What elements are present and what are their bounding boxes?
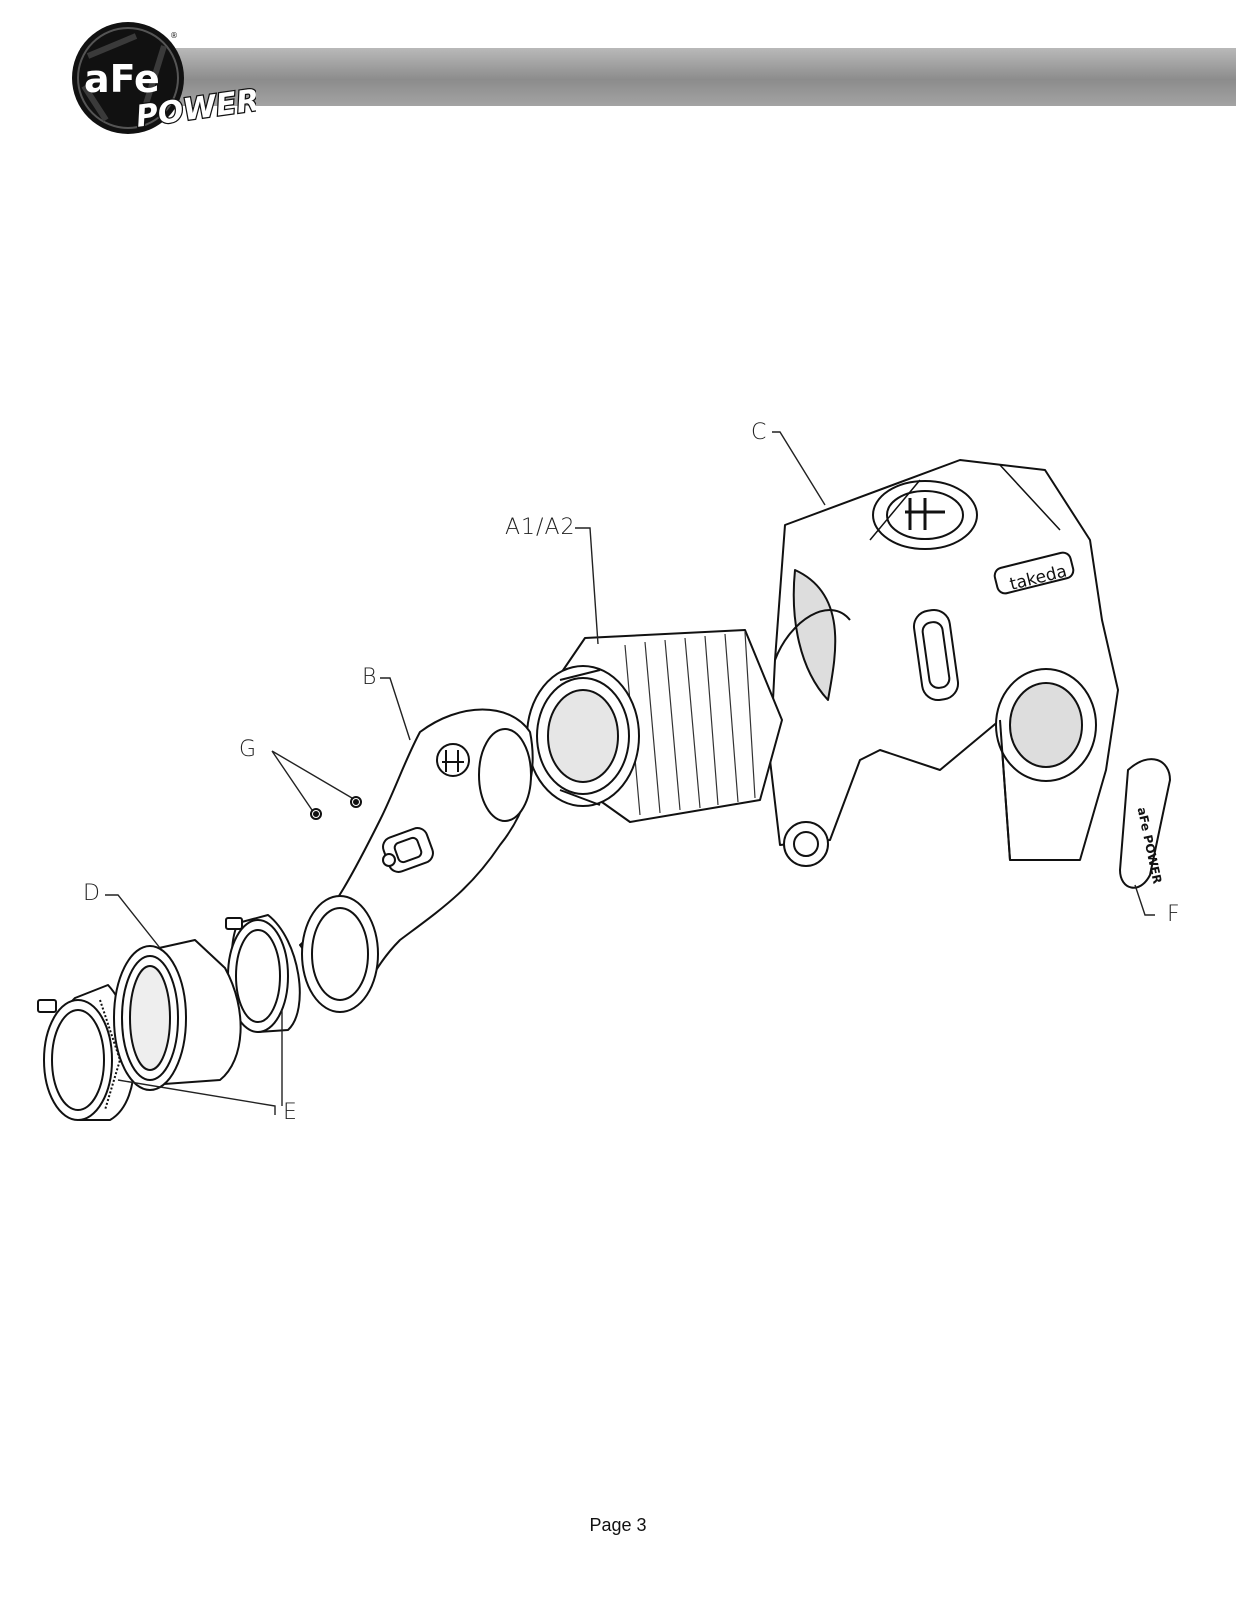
- part-g-screws: [310, 796, 362, 820]
- callout-d: D: [83, 881, 101, 906]
- logo-brand: aFe: [84, 57, 160, 101]
- part-e-clamp-large: [37, 984, 136, 1121]
- callout-a1-a2: A1/A2: [505, 515, 576, 540]
- part-c-airbox-housing: takeda: [769, 459, 1119, 867]
- registered-mark: ®: [170, 31, 178, 40]
- callout-g: G: [239, 737, 258, 762]
- part-f-heat-shield: aFe POWER: [1119, 758, 1171, 889]
- part-b-intake-tube: [299, 708, 534, 1013]
- page-number: Page 3: [589, 1515, 647, 1535]
- callout-c: C: [751, 420, 768, 445]
- part-d-coupler: [113, 939, 242, 1091]
- part-a-air-filter: [526, 629, 783, 823]
- exploded-parts-diagram: takeda: [37, 431, 1171, 1121]
- header-bar: [80, 48, 1236, 106]
- callout-b: B: [362, 665, 378, 690]
- callout-e: E: [283, 1100, 298, 1125]
- afe-power-logo-icon: aFe ® POWER: [72, 22, 256, 136]
- callout-f: F: [1167, 902, 1181, 927]
- part-e-clamp-small: [225, 914, 301, 1033]
- leader-lines: [105, 431, 1155, 1115]
